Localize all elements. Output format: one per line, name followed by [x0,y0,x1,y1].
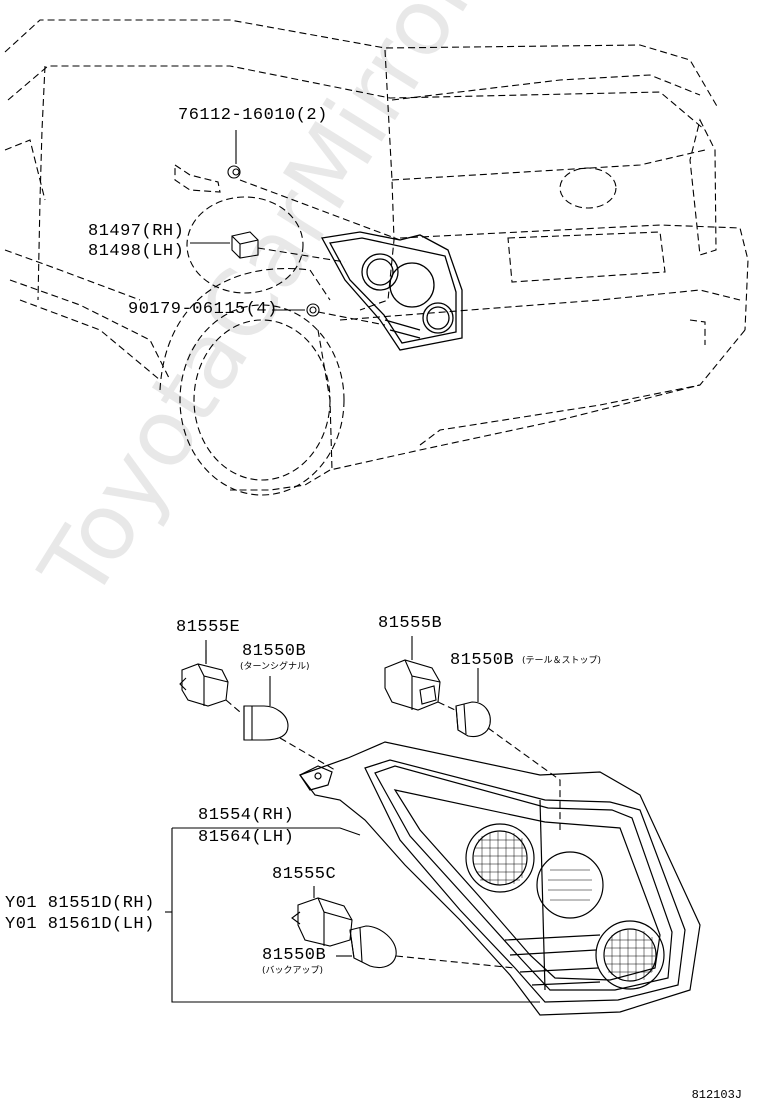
callout-81550b-turn: 81550B [242,642,307,661]
callout-81550b-backup: 81550B [262,946,327,965]
note-turn-signal: (ターンシグナル) [240,662,310,672]
tail-lamp-assembly [299,741,701,1016]
lower-leader-lines [165,636,561,1003]
vehicle-rear-view [4,19,749,496]
callout-81551d-rh: Y01 81551D(RH) [5,894,155,913]
bulb-tail-stop [455,701,491,738]
callout-81555e: 81555E [176,618,241,637]
socket-81555c [291,897,353,947]
upper-leader-lines [190,130,401,326]
callout-81555c: 81555C [272,865,337,884]
callout-81555b: 81555B [378,614,443,633]
callout-76112-16010: 76112-16010(2) [178,106,328,125]
upper-small-parts [227,165,320,317]
socket-81555b [384,659,441,711]
bulb-turn-signal [243,705,289,741]
callout-81498-lh: 81498(LH) [88,242,185,261]
callout-81564-lh: 81564(LH) [198,828,295,847]
callout-81561d-lh: Y01 81561D(LH) [5,915,155,934]
note-tail-stop: (テール＆ストップ) [522,656,602,666]
tail-lamp-installed [320,231,463,351]
callout-81497-rh: 81497(RH) [88,222,185,241]
socket-81555e [179,650,229,707]
callout-81550b-tail-stop: 81550B [450,651,515,670]
callout-81554-rh: 81554(RH) [198,806,295,825]
bulb-backup [349,925,397,969]
figure-code: 812103J [691,1088,742,1102]
note-backup: (バックアップ) [262,966,324,976]
callout-90179-06115: 90179-06115(4) [128,300,278,319]
